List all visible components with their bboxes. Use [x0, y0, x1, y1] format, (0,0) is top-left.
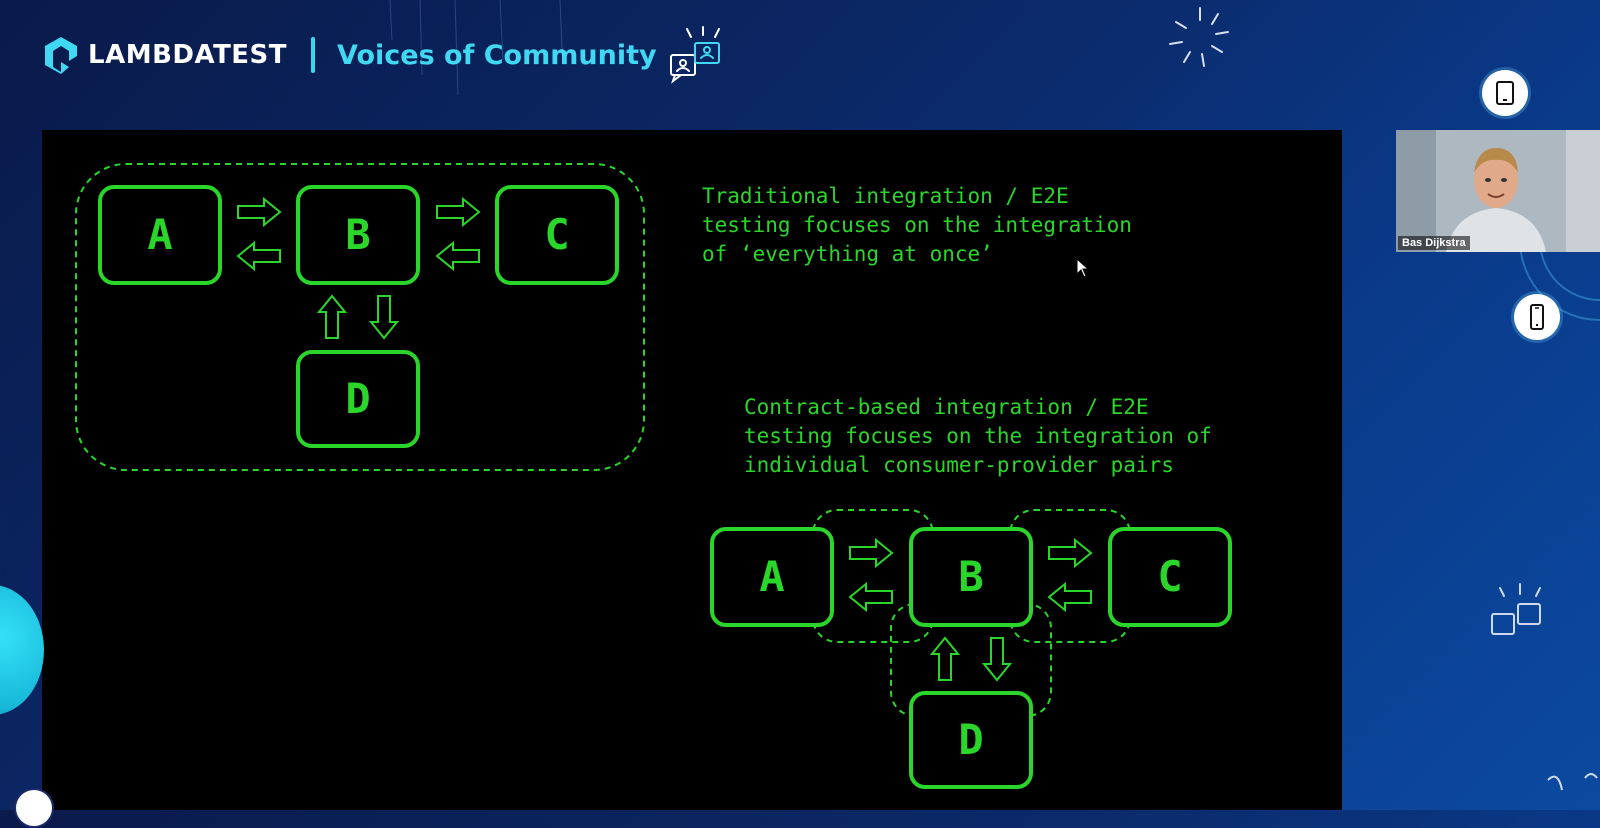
phone-view-button[interactable]	[1514, 294, 1560, 340]
node-c-top: C	[495, 185, 619, 285]
node-b-top: B	[296, 185, 420, 285]
node-a-bottom-label: A	[759, 552, 784, 601]
arrow-left-ba-bottom	[849, 583, 893, 611]
integration-diagram: A B C D A B	[75, 163, 1232, 789]
header-divider	[311, 37, 316, 73]
left-decorative-circle	[0, 585, 44, 715]
node-b-top-label: B	[345, 210, 370, 259]
node-a-top: A	[98, 185, 222, 285]
arrow-right-bc-top	[436, 198, 480, 226]
node-d-top: D	[296, 350, 420, 448]
node-b-bottom: B	[909, 527, 1033, 627]
arrow-left-ba-top	[237, 242, 281, 270]
phone-icon	[1530, 304, 1544, 330]
header: LAMBDATEST Voices of Community	[40, 26, 725, 84]
node-a-bottom: A	[710, 527, 834, 627]
speaker-name: Bas Dijkstra	[1398, 236, 1470, 250]
presentation-slide: A B C D A B	[42, 130, 1342, 810]
speaker-video	[1396, 130, 1600, 252]
node-c-top-label: C	[544, 210, 569, 259]
node-d-top-label: D	[345, 374, 370, 423]
arrow-up-db-top	[318, 295, 346, 339]
speaker-webcam: Bas Dijkstra	[1396, 130, 1600, 252]
arrow-right-ab-bottom	[849, 539, 893, 567]
tablet-icon	[1496, 81, 1514, 105]
traditional-testing-description: Traditional integration / E2E testing fo…	[702, 184, 1132, 266]
arrow-left-cb-bottom	[1048, 583, 1092, 611]
bottom-left-button[interactable]	[14, 788, 54, 828]
arrow-left-cb-top	[436, 242, 480, 270]
node-c-bottom-label: C	[1157, 552, 1182, 601]
brand-name: LAMBDATEST	[88, 40, 288, 70]
arrow-down-bd-bottom	[983, 637, 1011, 681]
chat-bubbles-icon	[669, 26, 720, 84]
lambdatest-logo-icon	[45, 37, 77, 74]
tablet-view-button[interactable]	[1482, 70, 1528, 116]
arrow-right-bc-bottom	[1048, 539, 1092, 567]
node-b-bottom-label: B	[958, 552, 983, 601]
traditional-scope-boundary	[75, 163, 645, 471]
contract-testing-description: Contract-based integration / E2E testing…	[744, 395, 1212, 477]
arrow-down-bd-top	[370, 295, 398, 339]
arrow-up-db-bottom	[931, 637, 959, 681]
cursor-icon	[1076, 258, 1090, 278]
node-a-top-label: A	[147, 210, 172, 259]
node-d-bottom-label: D	[958, 715, 983, 764]
arrow-right-ab-top	[237, 198, 281, 226]
node-d-bottom: D	[909, 691, 1033, 789]
node-c-bottom: C	[1108, 527, 1232, 627]
event-title: Voices of Community	[337, 39, 657, 71]
